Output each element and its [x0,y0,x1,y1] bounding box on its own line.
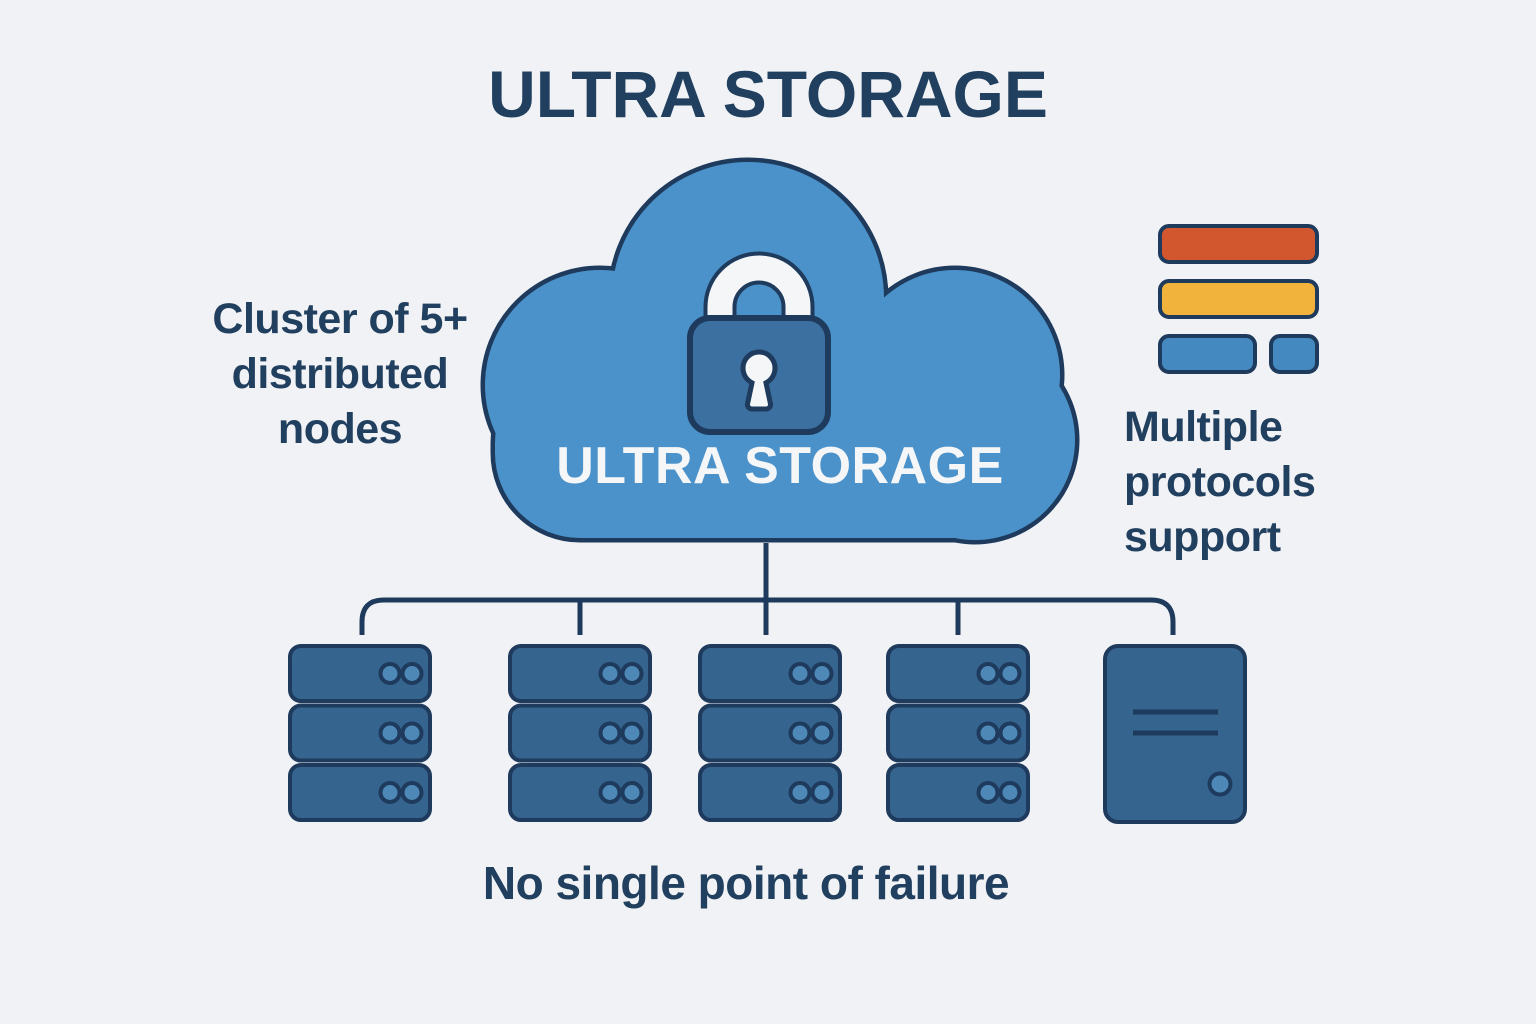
protocols-note: Multiple protocols support [1124,400,1444,565]
protocol-bar-blue-wide [1158,334,1257,374]
cluster-note: Cluster of 5+ distributed nodes [140,292,540,457]
cloud-lock-icon [480,150,1080,550]
protocols-note-line-1: Multiple [1124,403,1283,451]
rack-server-node-1 [288,644,432,822]
cluster-note-line-3: nodes [277,405,403,453]
cluster-note-line-2: distributed [231,350,449,398]
page-title: ULTRA STORAGE [488,57,1048,131]
rack-server-node-4 [886,644,1030,822]
connector-path [359,543,1176,635]
protocol-bar-blue-small [1269,334,1319,374]
protocol-bar-yellow [1158,279,1319,319]
cluster-connector-lines [359,543,1176,635]
rack-server-node-3 [698,644,842,822]
protocols-note-line-3: support [1124,513,1281,561]
tower-server-node [1103,644,1247,824]
cloud-label: ULTRA STORAGE [556,437,1004,495]
protocol-bars-icon [1158,224,1319,374]
tower-power-button [1207,771,1233,797]
server-cluster-row [288,644,1247,824]
caption: No single point of failure [482,857,1010,909]
keyhole-icon [740,349,778,412]
rack-server-node-2 [508,644,652,822]
protocols-note-line-2: protocols [1124,458,1316,506]
cluster-note-line-1: Cluster of 5+ [212,295,468,343]
lock-shackle-icon [707,255,811,328]
protocol-bar-orange [1158,224,1319,264]
